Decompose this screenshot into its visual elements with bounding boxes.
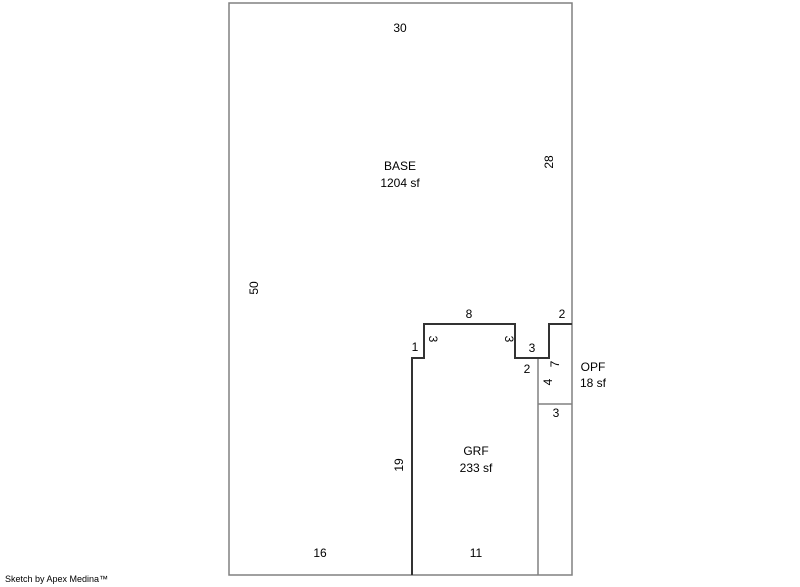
opf-area: 18 sf <box>580 376 607 390</box>
opf-outline <box>538 323 572 359</box>
dim-base-right: 28 <box>542 155 556 169</box>
dim-opf-top: 2 <box>559 307 566 321</box>
opf-label: OPF <box>581 360 606 374</box>
dim-grf-bottom: 11 <box>470 546 483 560</box>
dim-base-top: 30 <box>393 21 407 35</box>
base-label: BASE <box>384 159 416 173</box>
grf-outline <box>411 323 538 575</box>
dim-opf-right: 7 <box>548 360 562 367</box>
grf-area: 233 sf <box>460 461 493 475</box>
dim-opf-bottom: 3 <box>553 406 560 420</box>
dim-grf-notch-right: 3 <box>502 336 516 343</box>
dim-base-bottom-left: 16 <box>313 546 327 560</box>
base-outline <box>228 2 573 576</box>
dim-grf-top: 8 <box>466 307 473 321</box>
dim-base-left: 50 <box>247 281 261 295</box>
dim-grf-right-upper: 2 <box>524 362 531 376</box>
base-area: 1204 sf <box>380 176 420 190</box>
grf-label: GRF <box>463 444 488 458</box>
dim-opf-left: 4 <box>541 378 555 385</box>
dim-grf-left: 19 <box>392 458 406 472</box>
dim-grf-step-right: 3 <box>529 341 536 355</box>
footer-credit: Sketch by Apex Medina™ <box>5 574 109 584</box>
dim-grf-notch-left: 3 <box>426 336 440 343</box>
dim-grf-step-left: 1 <box>412 340 419 354</box>
